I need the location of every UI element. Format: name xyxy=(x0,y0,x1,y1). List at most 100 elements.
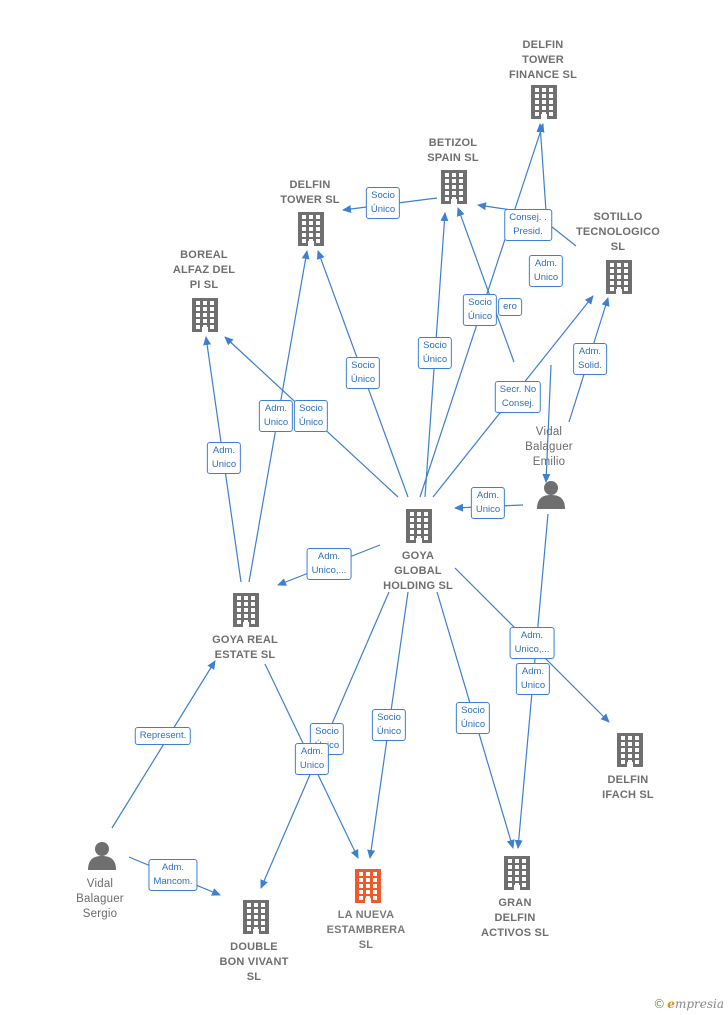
node-label-line: FINANCE SL xyxy=(509,69,577,81)
edge-label-adm-mancom[interactable]: Adm. Mancom. xyxy=(148,859,198,891)
node-label-line: LA NUEVA xyxy=(337,909,395,921)
edge-label-line: ero xyxy=(503,301,517,312)
node-label-line: SOTILLO xyxy=(593,211,643,223)
edge-label-line: Unico xyxy=(263,417,289,428)
node-label-line: Balaguer xyxy=(76,893,124,905)
building-icon-gran-delfin[interactable] xyxy=(502,856,532,895)
edge-label-adm-solid[interactable]: Adm. Solid. xyxy=(573,343,607,375)
edge-label-line: Único xyxy=(350,374,376,385)
building-icon-nueva-estambrera[interactable] xyxy=(353,869,383,908)
edge-label-line: Mancom. xyxy=(153,876,193,887)
edge-label-adm-unico-dt[interactable]: Adm. Unico xyxy=(258,400,294,432)
edge-label-line: Socio xyxy=(468,297,492,308)
edge-label-adm-unico-goya-real[interactable]: Adm.Unico,... xyxy=(306,548,352,580)
building-icon-goya-global[interactable] xyxy=(404,509,434,548)
edge-label-line: Unico xyxy=(299,760,325,771)
edge-label-line: Solid. xyxy=(578,360,602,371)
edge-label-adm-unico-gran[interactable]: Adm. Unico xyxy=(515,663,551,695)
building-icon-boreal[interactable] xyxy=(190,298,220,337)
node-label-line: SL xyxy=(246,971,262,983)
edge-label-adm-unico-boreal[interactable]: Adm. Unico xyxy=(206,442,242,474)
edge-line-24 xyxy=(542,364,552,483)
edge-label-adm-unico-sotillo[interactable]: Adm.Unico xyxy=(528,255,564,287)
node-label-nueva-estambrera[interactable]: LA NUEVA ESTAMBRERA SL xyxy=(327,908,406,953)
node-label-line: ESTAMBRERA xyxy=(326,924,406,936)
edge-label-line: Adm. xyxy=(521,666,545,677)
edge-label-represent[interactable]: Represent. xyxy=(134,727,192,745)
node-label-line: GLOBAL xyxy=(394,565,442,577)
node-label-line: BETIZOL xyxy=(428,137,478,149)
edge-label-line: Único xyxy=(422,354,448,365)
building-icon-delfin-ifach[interactable] xyxy=(615,733,645,772)
edge-label-line: Adm. xyxy=(476,490,500,501)
node-label-line: BOREAL xyxy=(180,249,228,261)
edge-label-line: Represent. xyxy=(139,730,187,741)
edge-label-line: Secr. No xyxy=(499,384,537,395)
edge-label-line: Unico xyxy=(533,272,559,283)
edge-label-line: Único xyxy=(460,719,486,730)
edge-label-line: Socio xyxy=(461,705,485,716)
node-label-line: Balaguer xyxy=(525,441,573,453)
node-label-line: SPAIN SL xyxy=(427,152,479,164)
node-label-betizol[interactable]: BETIZOL SPAIN SL xyxy=(427,136,479,166)
node-label-line: Vidal xyxy=(86,878,114,890)
brand-name: mpresia xyxy=(674,997,724,1011)
edge-label-adm-unico-nueva[interactable]: Adm. Unico xyxy=(294,743,330,775)
edge-label-ero-tag[interactable]: ero xyxy=(498,298,522,316)
edge-label-line: Adm. xyxy=(212,445,236,456)
building-icon-betizol[interactable] xyxy=(439,170,469,209)
edge-label-line: Consej. . xyxy=(509,212,547,223)
node-label-line: DELFIN xyxy=(289,179,331,191)
building-icon-delfin-tower-finance[interactable] xyxy=(529,85,559,124)
edge-label-line: Socio xyxy=(377,712,401,723)
edge-label-line: Adm. xyxy=(300,746,324,757)
node-label-line: Emilio xyxy=(532,456,566,468)
edge-label-consej-presid[interactable]: Consej. .Presid. xyxy=(504,209,552,241)
edge-line-7 xyxy=(456,207,515,363)
edge-label-line: Único xyxy=(298,417,324,428)
building-icon-sotillo[interactable] xyxy=(604,260,634,299)
edge-label-line: Unico,... xyxy=(514,644,550,655)
edge-label-line: Unico xyxy=(211,459,237,470)
building-icon-double-bon[interactable] xyxy=(241,900,271,939)
node-label-line: SL xyxy=(358,939,374,951)
person-icon-vidal-sergio[interactable] xyxy=(87,840,117,875)
edge-label-adm-unico-ifach[interactable]: Adm.Unico,... xyxy=(509,627,555,659)
edge-label-adm-unico-goya-emilio[interactable]: Adm.Unico xyxy=(470,487,506,519)
person-icon-vidal-emilio[interactable] xyxy=(536,479,566,514)
building-icon-goya-real[interactable] xyxy=(231,593,261,632)
edge-label-line: Adm. xyxy=(264,403,288,414)
node-label-line: PI SL xyxy=(189,279,219,291)
node-label-line: IFACH SL xyxy=(602,789,654,801)
building-icon-delfin-tower[interactable] xyxy=(296,212,326,251)
node-label-line: GOYA REAL xyxy=(212,634,278,646)
edge-label-line: Adm. xyxy=(578,346,602,357)
node-label-line: ACTIVOS SL xyxy=(480,927,550,939)
node-label-line: BON VIVANT xyxy=(219,956,289,968)
brand-footer[interactable]: ©empresia xyxy=(653,997,724,1011)
copyright-icon: © xyxy=(653,997,666,1011)
edge-label-line: Unico xyxy=(520,680,546,691)
node-label-line: DELFIN xyxy=(522,39,564,51)
edge-label-line: Adm. xyxy=(161,862,185,873)
node-label-line: TECNOLOGICO xyxy=(575,226,661,238)
